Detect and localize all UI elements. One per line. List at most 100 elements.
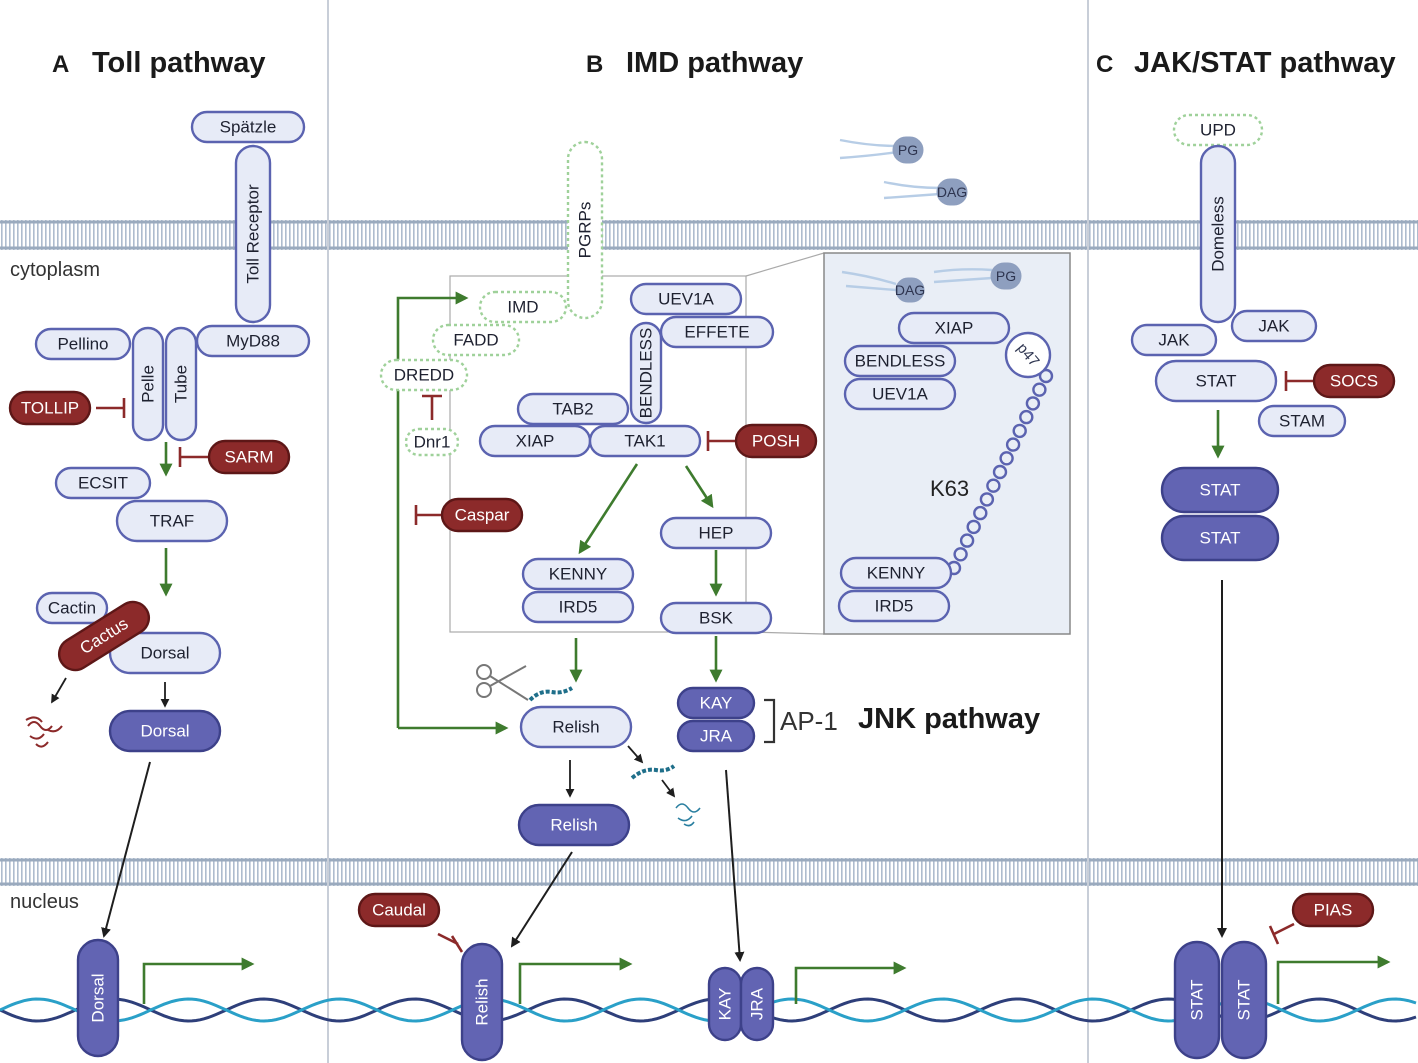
tube-protein-label: Tube — [172, 365, 191, 403]
panel-letter-b: B — [586, 51, 603, 78]
transcription-arrow — [142, 957, 255, 1004]
uev1a-protein-label: UEV1A — [658, 290, 714, 309]
caspar-inhibitor-shape — [440, 497, 524, 533]
ubiquitin-unit — [1025, 396, 1041, 411]
inset-dag-molecule-label: DAG — [895, 282, 925, 298]
inset-bendless-protein-shape — [843, 344, 957, 378]
dredd-protein: DREDD — [379, 358, 469, 392]
inset-uev1a-protein: UEV1A — [843, 377, 957, 411]
relish-active: Relish — [517, 803, 631, 847]
jra-nuclear-label: JRA — [748, 987, 767, 1020]
ecsit-protein-shape — [54, 466, 152, 500]
bsk-protein-label: BSK — [699, 609, 734, 628]
traf-protein-shape — [115, 499, 229, 543]
panel-letter-a: A — [52, 51, 69, 78]
fadd-protein: FADD — [431, 323, 521, 357]
pias-inhibitor-shape — [1291, 892, 1375, 928]
jak-protein-shape — [1130, 323, 1218, 357]
ubiquitin-unit — [1032, 382, 1047, 397]
inset-xiap-protein-label: XIAP — [935, 319, 974, 338]
uev1a-protein: UEV1A — [629, 282, 743, 316]
dorsal-nuclear-shape — [76, 938, 120, 1058]
arrow-dorsal-nucleus — [101, 761, 151, 938]
ubiquitin-unit — [999, 451, 1014, 466]
transcription-arrow — [518, 957, 633, 1004]
inset-bendless-protein: BENDLESS — [843, 344, 957, 378]
stat-nuclear: STAT — [1173, 940, 1221, 1060]
tak1-protein: TAK1 — [588, 424, 702, 458]
relish-protein: Relish — [519, 705, 633, 749]
nucleus-label: nucleus — [10, 891, 79, 913]
inset-kenny-protein-label: KENNY — [867, 564, 926, 583]
dorsal-protein: Dorsal — [108, 631, 222, 675]
relish-fragment-icon — [630, 764, 676, 780]
relish-fragment-icon — [528, 686, 574, 702]
stat-nuclear-label: STAT — [1235, 980, 1254, 1021]
ecsit-protein-label: ECSIT — [78, 474, 128, 493]
inset-dag-molecule-shape — [895, 277, 925, 303]
ubiquitin-unit — [959, 533, 975, 548]
relish-nuclear-shape — [460, 942, 504, 1062]
inset-ird5-protein-label: IRD5 — [875, 597, 914, 616]
inset-bendless-protein-label: BENDLESS — [855, 352, 946, 371]
xiap-protein-label: XIAP — [516, 432, 555, 451]
inset-pg-molecule: PG — [990, 262, 1022, 290]
stat-nuclear-shape — [1173, 940, 1221, 1060]
stat-nuclear-shape — [1220, 940, 1268, 1060]
pellino-protein-label: Pellino — [57, 335, 108, 354]
k63-ubiquitin-chain — [946, 368, 1054, 576]
spatzle-protein-label: Spätzle — [220, 118, 277, 137]
cactus-protein-shape — [57, 600, 151, 672]
toll-receptor: Toll Receptor — [234, 144, 272, 324]
hep-protein-label: HEP — [699, 524, 734, 543]
stam-protein-label: STAM — [1279, 412, 1325, 431]
imd-protein-shape — [478, 290, 568, 324]
socs-inhibitor: SOCS — [1312, 363, 1396, 399]
stam-protein-shape — [1257, 404, 1347, 438]
fadd-protein-shape — [431, 323, 521, 357]
ird5-protein: IRD5 — [521, 590, 635, 624]
pelle-protein: Pelle — [131, 326, 165, 442]
ird5-protein-label: IRD5 — [559, 598, 598, 617]
pellino-protein: Pellino — [34, 327, 132, 361]
tollip-inhibitor-label: TOLLIP — [21, 399, 79, 418]
toll-receptor-shape — [234, 144, 272, 324]
ubiquitin-unit — [966, 519, 981, 535]
panel-letter-c: C — [1096, 51, 1113, 78]
dorsal-active: Dorsal — [108, 709, 222, 753]
k63-label: K63 — [930, 476, 969, 501]
dorsal-nuclear-label: Dorsal — [89, 973, 108, 1022]
dorsal-nuclear: Dorsal — [76, 938, 120, 1058]
dorsal-protein-label: Dorsal — [140, 644, 189, 663]
ubiquitin-unit — [1019, 409, 1034, 425]
dag-molecule-shape — [936, 178, 968, 206]
tollip-inhibitor: TOLLIP — [8, 390, 92, 426]
tab2-protein-shape — [516, 392, 630, 426]
ubiquitin-unit — [979, 492, 995, 507]
arrow-relish-fragment — [627, 745, 644, 764]
caudal-inhibitor: Caudal — [357, 892, 441, 928]
sarm-inhibitor-label: SARM — [224, 448, 273, 467]
inset-kenny-protein-shape — [839, 556, 953, 590]
relish-protein-shape — [519, 705, 633, 749]
inset-kenny-protein: KENNY — [839, 556, 953, 590]
tab2-protein: TAB2 — [516, 392, 630, 426]
posh-inhibitor-shape — [734, 423, 818, 459]
hep-protein-shape — [659, 516, 773, 550]
domeless-receptor: Domeless — [1199, 144, 1237, 324]
inset-dag-molecule: DAG — [895, 277, 925, 303]
arrow-fragment-degrade — [661, 779, 676, 798]
stat-dimer-top: STAT — [1160, 466, 1280, 514]
ird5-protein-shape — [521, 590, 635, 624]
stam-protein: STAM — [1257, 404, 1347, 438]
pg-molecule-label: PG — [898, 142, 918, 158]
tube-protein: Tube — [164, 326, 198, 442]
effete-protein: EFFETE — [659, 315, 775, 349]
kay-nuclear: KAY — [707, 966, 743, 1042]
dag-molecule: DAG — [936, 178, 968, 206]
inset-uev1a-protein-shape — [843, 377, 957, 411]
arrow-tak1-kenny — [578, 463, 639, 555]
jak-protein: JAK — [1130, 323, 1218, 357]
myd88-protein: MyD88 — [195, 324, 311, 358]
